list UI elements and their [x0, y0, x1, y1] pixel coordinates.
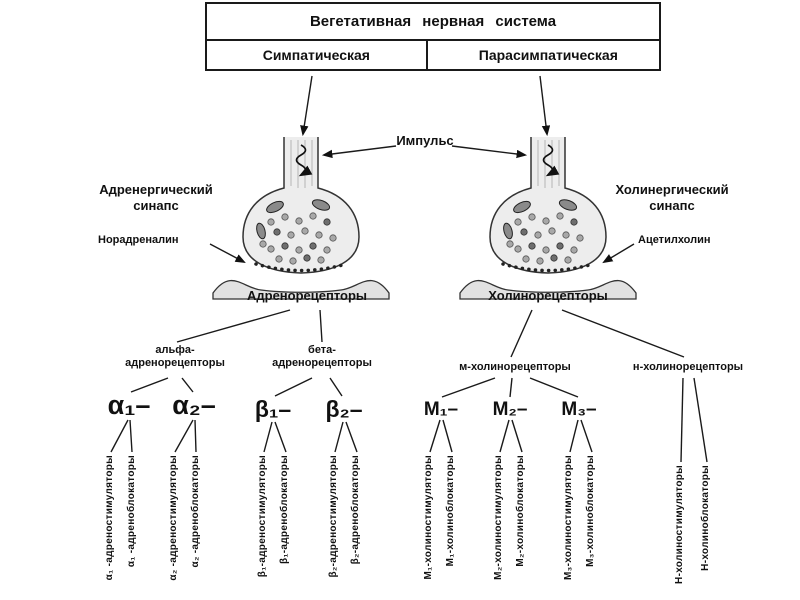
m-cholinoreceptors-group: м-холинорецепторы	[459, 361, 571, 373]
alpha2-blockers-label: α₂ -адреноблокаторы	[190, 455, 201, 568]
n-cholinoreceptors-group: н-холинорецепторы	[632, 361, 744, 373]
n-blockers-label: Н-холиноблокаторы	[700, 465, 711, 571]
impulse-label: Импульс	[396, 133, 454, 148]
connector-lines	[110, 75, 708, 463]
cholinoreceptors-label: Холинорецепторы	[488, 288, 608, 303]
alpha2-stimulators-label: α₂ -адреностимуляторы	[168, 455, 179, 581]
m2-stimulators-label: М₂-холиностимуляторы	[493, 455, 504, 580]
m2-subtype-label: М₂–	[492, 399, 528, 420]
cholinergic-synapse-illustration	[460, 137, 636, 299]
n-stimulators-label: Н-холиностимуляторы	[674, 465, 685, 584]
alpha1-blockers-label: α₁ -адреноблокаторы	[126, 455, 137, 568]
alpha1-stimulators-label: α₁ -адреностимуляторы	[104, 455, 115, 581]
adrenergic-synapse-label: Адренергический синапс	[99, 182, 213, 213]
alpha1-subtype-label: α₁–	[107, 390, 151, 420]
alpha2-subtype-label: α₂–	[172, 390, 216, 420]
m2-blockers-label: М₂-холиноблокаторы	[515, 455, 526, 567]
acetylcholine-label: Ацетилхолин	[638, 234, 711, 246]
beta2-stimulators-label: β₂-адреностимуляторы	[328, 455, 339, 578]
adrenergic-synapse-illustration	[213, 137, 389, 299]
title-box: Вегетативная нервная система Симпатическ…	[205, 2, 661, 71]
beta1-stimulators-label: β₁-адреностимуляторы	[257, 455, 268, 578]
beta2-blockers-label: β₂-адреноблокаторы	[350, 455, 361, 565]
branch-sympathetic: Симпатическая	[262, 47, 370, 63]
m1-stimulators-label: М₁-холиностимуляторы	[423, 455, 434, 580]
branch-row: Симпатическая Парасимпатическая	[207, 41, 659, 69]
branch-parasympathetic: Парасимпатическая	[425, 41, 669, 69]
noradrenaline-label: Норадреналин	[98, 234, 179, 246]
beta2-subtype-label: β₂–	[325, 396, 363, 422]
m3-subtype-label: М₃–	[561, 399, 597, 420]
beta1-subtype-label: β₁–	[254, 396, 292, 422]
adrenoreceptors-label: Адренорецепторы	[246, 288, 368, 303]
cholinergic-synapse-label: Холинергический синапс	[615, 182, 729, 213]
beta-adrenoreceptors-group: бета- адренорецепторы	[272, 344, 372, 370]
m1-blockers-label: М₁-холиноблокаторы	[445, 455, 456, 567]
alpha-adrenoreceptors-group: альфа- адренорецепторы	[125, 344, 225, 370]
m3-blockers-label: М₃-холиноблокаторы	[585, 455, 596, 567]
beta1-blockers-label: β₁-адреноблокаторы	[279, 455, 290, 565]
m3-stimulators-label: М₃-холиностимуляторы	[563, 455, 574, 580]
m1-subtype-label: М₁–	[423, 399, 459, 420]
diagram-title: Вегетативная нервная система	[207, 4, 659, 41]
